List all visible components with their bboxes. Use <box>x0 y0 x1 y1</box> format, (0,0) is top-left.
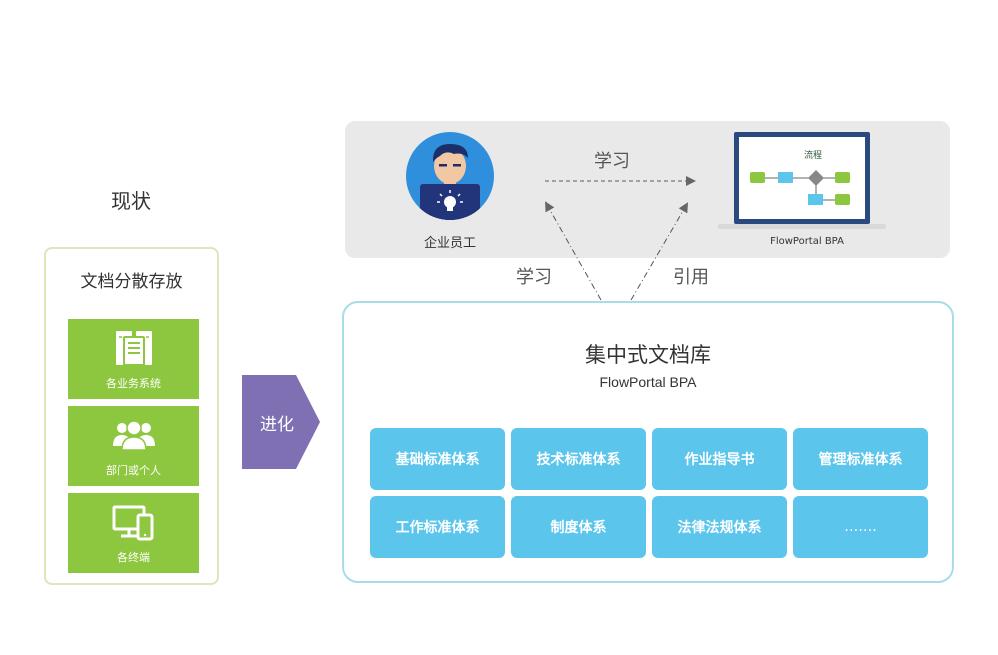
source-label: 各终端 <box>117 551 150 564</box>
server-icon <box>68 329 199 369</box>
doc-tile: 基础标准体系 <box>370 428 505 490</box>
learn-label: 学习 <box>516 267 552 288</box>
doc-tile: 管理标准体系 <box>793 428 928 490</box>
source-card-business-systems: 各业务系统 <box>68 319 199 399</box>
central-library-panel: 集中式文档库 FlowPortal BPA 基础标准体系 技术标准体系 作业指导… <box>342 301 954 583</box>
doc-tile: 作业指导书 <box>652 428 787 490</box>
people-icon <box>68 416 199 456</box>
doc-tile: 工作标准体系 <box>370 496 505 558</box>
evolve-label: 进化 <box>260 415 294 435</box>
library-title: 集中式文档库 <box>585 343 711 367</box>
laptop-screen-title: 流程 <box>804 149 822 161</box>
source-label: 部门或个人 <box>106 464 161 477</box>
learn-top-label: 学习 <box>594 151 630 172</box>
scattered-docs-title: 文档分散存放 <box>80 272 183 292</box>
doc-tile: 法律法规体系 <box>652 496 787 558</box>
status-title: 现状 <box>111 189 151 213</box>
devices-icon <box>68 503 199 543</box>
source-label: 各业务系统 <box>106 377 161 390</box>
library-subtitle: FlowPortal BPA <box>599 374 697 390</box>
cite-label: 引用 <box>673 267 709 288</box>
doc-tile: 制度体系 <box>511 496 646 558</box>
laptop-caption: FlowPortal BPA <box>770 236 844 247</box>
scattered-docs-panel: 文档分散存放 各业务系统 <box>44 247 219 585</box>
employee-avatar-icon <box>406 132 494 220</box>
source-card-departments: 部门或个人 <box>68 406 199 486</box>
employee-label: 企业员工 <box>423 236 476 251</box>
source-card-terminals: 各终端 <box>68 493 199 573</box>
doc-tile: ……. <box>793 496 928 558</box>
evolve-arrow <box>242 375 320 469</box>
doc-tile: 技术标准体系 <box>511 428 646 490</box>
doc-system-grid: 基础标准体系 技术标准体系 作业指导书 管理标准体系 工作标准体系 制度体系 法… <box>370 428 928 558</box>
laptop-icon: 流程 <box>718 132 886 229</box>
